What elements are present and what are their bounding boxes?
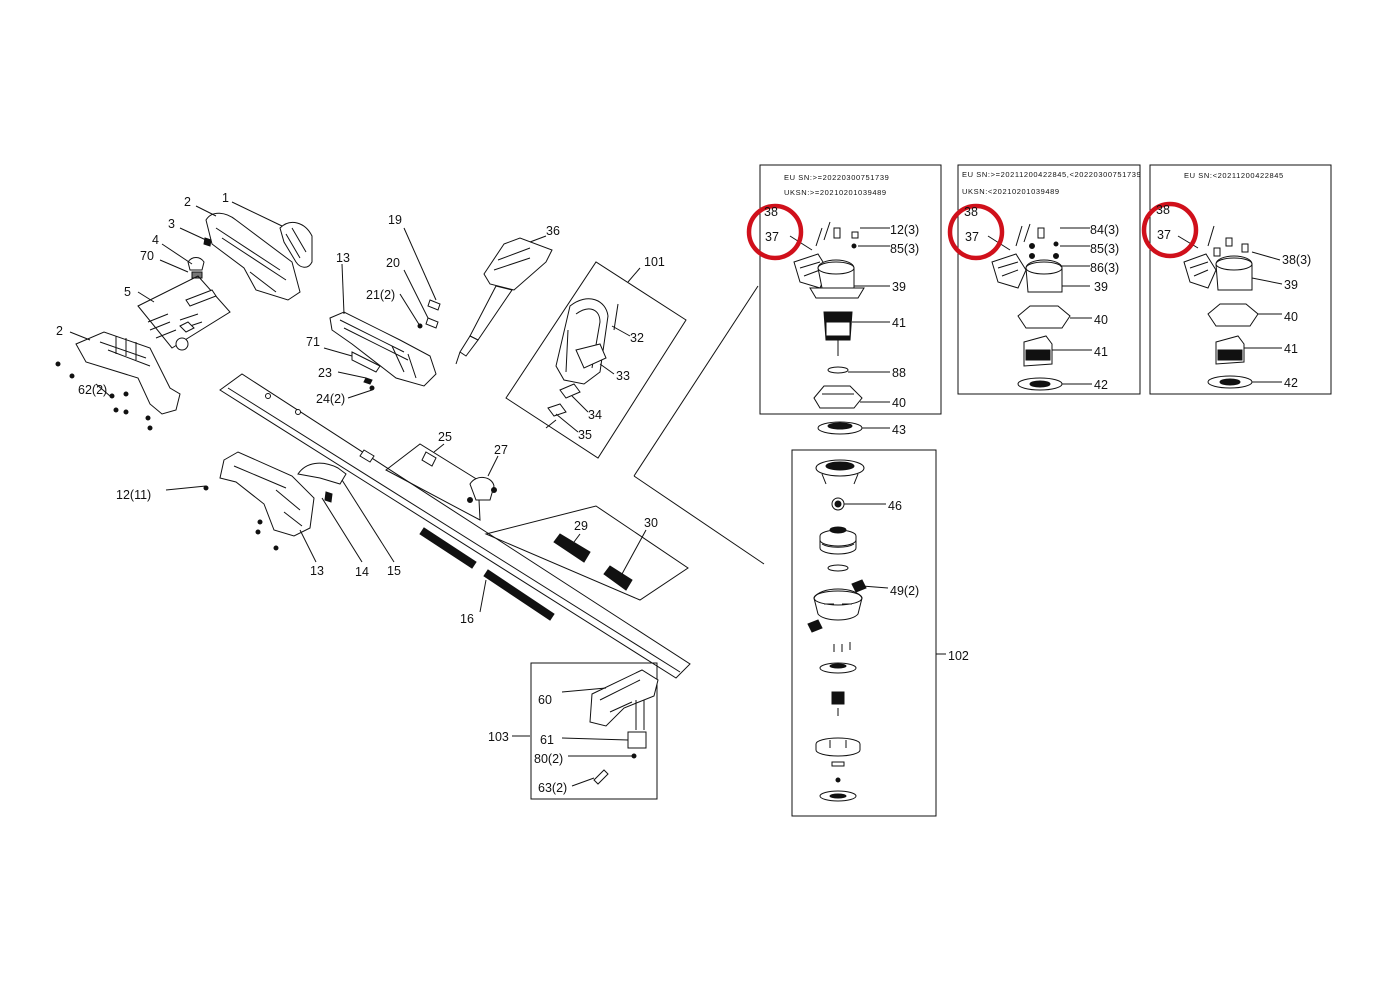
part-36-front-handle [483, 237, 553, 291]
label-part-34: 34 [588, 408, 602, 422]
label-a-40: 40 [892, 396, 906, 410]
kit-103 [530, 662, 659, 800]
label-a-37: 37 [765, 230, 779, 244]
label-part-70: 70 [140, 249, 154, 263]
label-c-37: 37 [1157, 228, 1171, 242]
sn-note-b-uk: UKSN:<20210201039489 [962, 187, 1060, 196]
label-part-33: 33 [616, 369, 630, 383]
label-c-42: 42 [1284, 376, 1298, 390]
label-a-38: 38 [764, 205, 778, 219]
label-part-3: 3 [168, 217, 175, 231]
trimmer-head-assembly [791, 421, 937, 817]
sn-note-a-uk: UKSN:>=20210201039489 [784, 188, 887, 197]
label-part-24: 24(2) [316, 392, 345, 406]
label-part-4: 4 [152, 233, 159, 247]
label-part-16: 16 [460, 612, 474, 626]
label-b-86: 86(3) [1090, 261, 1119, 275]
motor-box-b [957, 164, 1141, 395]
part-29-sleeve [553, 533, 591, 563]
label-part-61: 61 [540, 733, 554, 747]
label-part-19: 19 [388, 213, 402, 227]
shaft-assembly [203, 285, 765, 679]
part-16-shaft-tube [419, 527, 477, 569]
highlight-circle-b [947, 203, 1005, 261]
label-part-2-lower: 2 [56, 324, 63, 338]
sn-note-a-eu: EU SN:>=20220300751739 [784, 173, 889, 182]
handle-assembly [55, 212, 553, 431]
label-a-85: 85(3) [890, 242, 919, 256]
label-part-15: 15 [387, 564, 401, 578]
label-b-42: 42 [1094, 378, 1108, 392]
shaft-outline [219, 373, 691, 679]
motor-box-c [1149, 164, 1332, 395]
part-1-grip [279, 221, 313, 268]
part-2-housing-lower [75, 331, 181, 415]
label-part-36: 36 [546, 224, 560, 238]
label-part-21: 21(2) [366, 288, 395, 302]
label-b-85: 85(3) [1090, 242, 1119, 256]
leader-lines [69, 201, 1283, 787]
label-b-39: 39 [1094, 280, 1108, 294]
label-part-71: 71 [306, 335, 320, 349]
label-a-88: 88 [892, 366, 906, 380]
label-part-32: 32 [630, 331, 644, 345]
part-2-housing-upper [205, 212, 301, 301]
label-part-2-upper: 2 [184, 195, 191, 209]
label-part-102: 102 [948, 649, 969, 663]
label-part-13-lower: 13 [310, 564, 324, 578]
label-part-25: 25 [438, 430, 452, 444]
label-b-84: 84(3) [1090, 223, 1119, 237]
label-b-38: 38 [964, 205, 978, 219]
label-part-29: 29 [574, 519, 588, 533]
label-b-40: 40 [1094, 313, 1108, 327]
label-part-35: 35 [578, 428, 592, 442]
label-b-37: 37 [965, 230, 979, 244]
label-part-1: 1 [222, 191, 229, 205]
label-part-60: 60 [538, 693, 552, 707]
label-b-41: 41 [1094, 345, 1108, 359]
highlight-circle-a [746, 203, 804, 261]
motor-box-a [759, 164, 942, 415]
label-part-63: 63(2) [538, 781, 567, 795]
highlight-markers [746, 201, 1199, 261]
label-part-5: 5 [124, 285, 131, 299]
label-part-14: 14 [355, 565, 369, 579]
label-part-20: 20 [386, 256, 400, 270]
label-part-49: 49(2) [890, 584, 919, 598]
part-30-sleeve [603, 565, 633, 591]
label-a-41: 41 [892, 316, 906, 330]
label-c-40: 40 [1284, 310, 1298, 324]
label-part-12-11: 12(11) [116, 488, 151, 502]
sn-note-c-eu: EU SN:<20211200422845 [1184, 171, 1284, 180]
label-part-80: 80(2) [534, 752, 563, 766]
label-part-62: 62(2) [78, 383, 107, 397]
part-60-guard [589, 669, 659, 727]
label-part-103: 103 [488, 730, 509, 744]
label-c-39: 39 [1284, 278, 1298, 292]
label-a-12: 12(3) [890, 223, 919, 237]
label-part-27: 27 [494, 443, 508, 457]
label-part-23: 23 [318, 366, 332, 380]
label-part-30: 30 [644, 516, 658, 530]
label-part-13-upper: 13 [336, 251, 350, 265]
label-part-43: 43 [892, 423, 906, 437]
label-a-39: 39 [892, 280, 906, 294]
label-c-38: 38 [1156, 203, 1170, 217]
label-c-38-3: 38(3) [1282, 253, 1311, 267]
highlight-circle-c [1141, 201, 1199, 259]
label-part-46: 46 [888, 499, 902, 513]
part-5-box [137, 275, 231, 349]
part-13-handle [329, 311, 437, 387]
kit-101 [505, 261, 687, 459]
label-c-41: 41 [1284, 342, 1298, 356]
sn-note-b-eu: EU SN:>=20211200422845,<20220300751739 [962, 170, 1141, 179]
label-part-101: 101 [644, 255, 665, 269]
